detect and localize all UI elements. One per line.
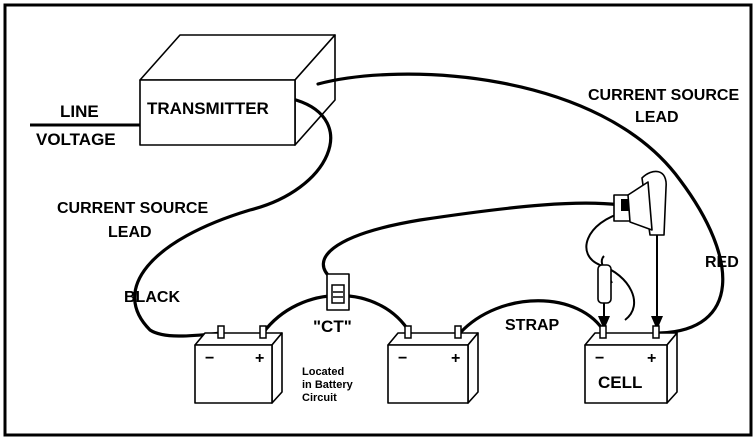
ct-clamp-icon <box>326 273 350 311</box>
red-label: RED <box>705 254 739 271</box>
probe-arrow-negative <box>598 303 610 330</box>
battery-2 <box>387 325 479 404</box>
red-lead-wire <box>316 72 725 335</box>
current-source-lead-right-line1: CURRENT SOURCE <box>588 87 739 104</box>
cell-label: CELL <box>598 373 642 392</box>
probe-arrow-positive <box>651 235 663 330</box>
black-label: BLACK <box>124 289 180 306</box>
battery-1 <box>194 325 283 404</box>
voltage-label: VOLTAGE <box>36 130 116 149</box>
ct-lead-wire <box>321 201 622 280</box>
transmitter-label: TRANSMITTER <box>147 99 269 118</box>
ct-label: "CT" <box>313 317 352 336</box>
line-label: LINE <box>60 102 99 121</box>
battery-1-plus: + <box>255 350 264 367</box>
current-clamp-probe <box>613 170 667 236</box>
located-label-line3: Circuit <box>302 392 337 404</box>
battery-2-minus: − <box>398 350 407 367</box>
battery-3-cell <box>584 325 678 404</box>
located-label-line2: in Battery <box>302 379 354 391</box>
transmitter-box <box>139 34 336 146</box>
strap-wire <box>458 299 607 335</box>
battery-2-plus: + <box>451 350 460 367</box>
current-source-lead-left-line1: CURRENT SOURCE <box>57 200 208 217</box>
battery-3-minus: − <box>595 350 604 367</box>
strap-label: STRAP <box>505 317 560 334</box>
battery-1-minus: − <box>205 350 214 367</box>
current-source-lead-right-line2: LEAD <box>635 109 679 126</box>
located-label-line1: Located <box>302 366 344 378</box>
black-lead-wire <box>133 98 333 338</box>
current-source-lead-left-line2: LEAD <box>108 224 152 241</box>
battery-3-plus: + <box>647 350 656 367</box>
